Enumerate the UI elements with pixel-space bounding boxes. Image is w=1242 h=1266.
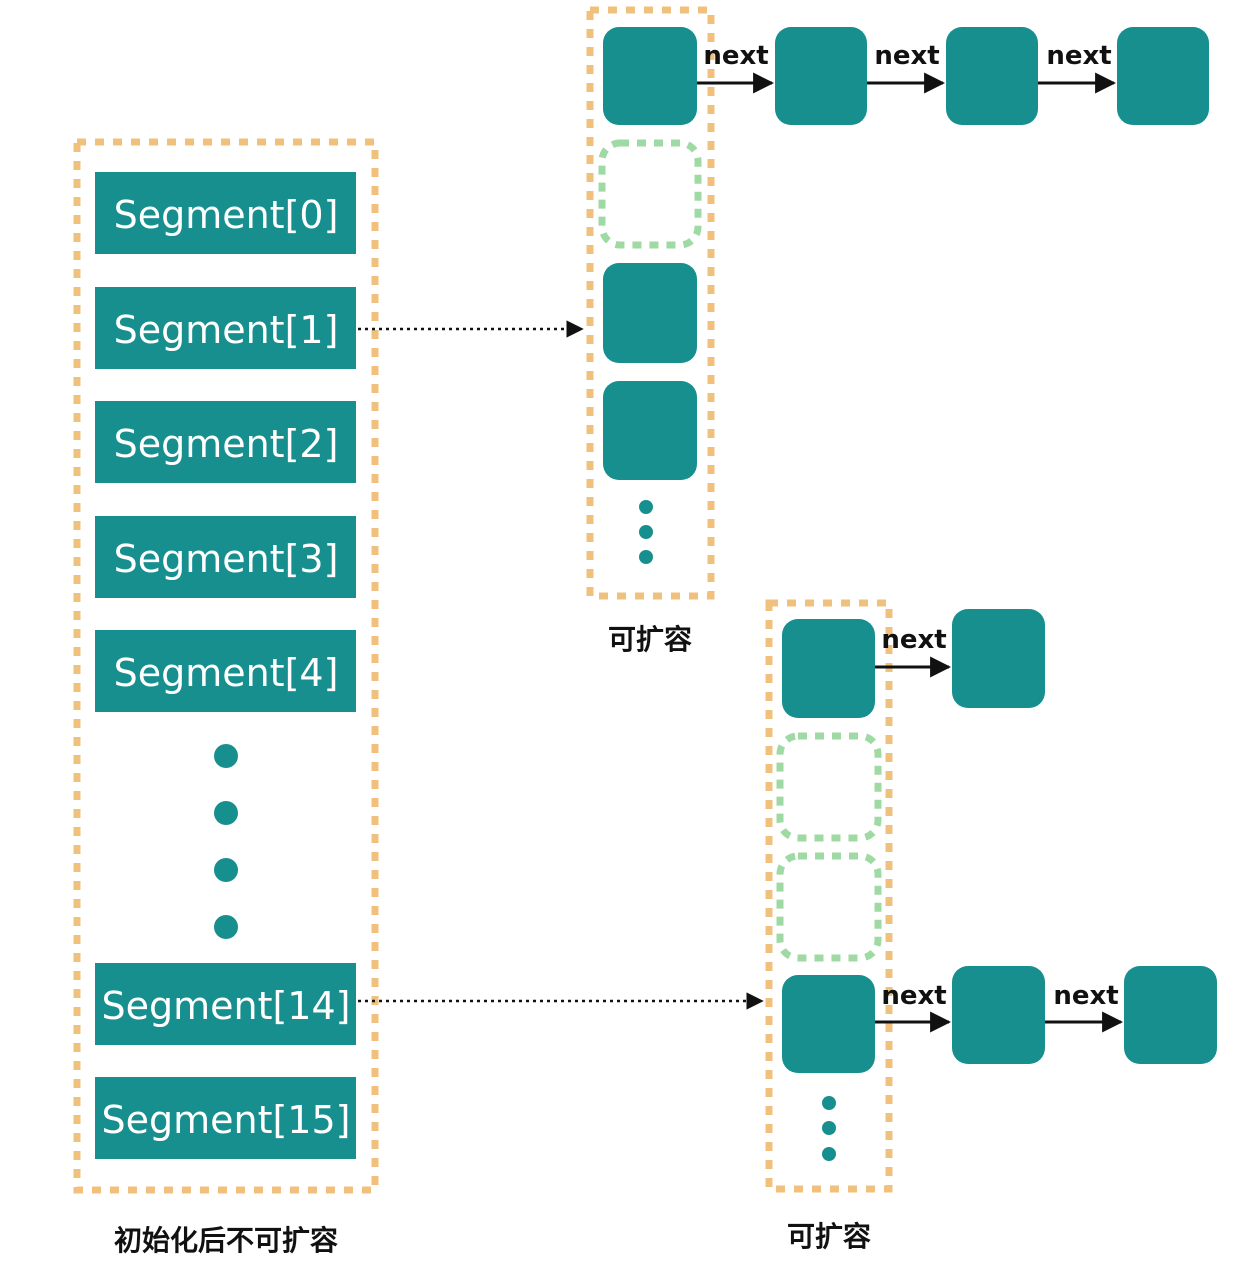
segments-ellipsis [214,744,238,939]
empty-bucket [776,732,882,842]
segment-15: Segment[15] [95,1077,356,1159]
chain-node [1117,27,1209,125]
next-label: next [703,41,768,71]
bottom-table-ellipsis [822,1096,836,1161]
segment-0: Segment[0] [95,172,356,254]
segment-14: Segment[14] [95,963,356,1045]
segment-label: Segment[2] [114,422,339,466]
chain-node [946,27,1038,125]
segment-label: Segment[14] [101,984,350,1028]
segment-label: Segment[3] [114,537,339,581]
segment-label: Segment[0] [114,193,339,237]
next-label: next [881,981,946,1011]
next-label: next [1046,41,1111,71]
segment-1: Segment[1] [95,287,356,369]
next-label: next [874,41,939,71]
bottom-table-caption: 可扩容 [787,1220,871,1253]
bucket-node [782,619,875,718]
bucket-node [603,27,697,125]
next-label: next [1053,981,1118,1011]
segment-label: Segment[4] [114,651,339,695]
top-table-ellipsis [639,500,653,564]
top-table-caption: 可扩容 [608,623,692,656]
segment-4: Segment[4] [95,630,356,712]
chain-node [775,27,867,125]
bucket-node [782,975,875,1073]
empty-bucket [598,139,702,249]
segment-2: Segment[2] [95,401,356,483]
segment-3: Segment[3] [95,516,356,598]
segments-caption: 初始化后不可扩容 [114,1224,338,1257]
chain-node [1124,966,1217,1064]
empty-bucket [776,852,882,962]
segment-label: Segment[15] [101,1098,350,1142]
chain-node [952,966,1045,1064]
bucket-node [603,263,697,363]
segment-label: Segment[1] [114,308,339,352]
bottom-table-container [765,599,893,1193]
chain-node [952,609,1045,708]
top-table-container [586,6,715,600]
segments-container [73,138,379,1194]
next-label: next [881,625,946,655]
bucket-node [603,381,697,480]
